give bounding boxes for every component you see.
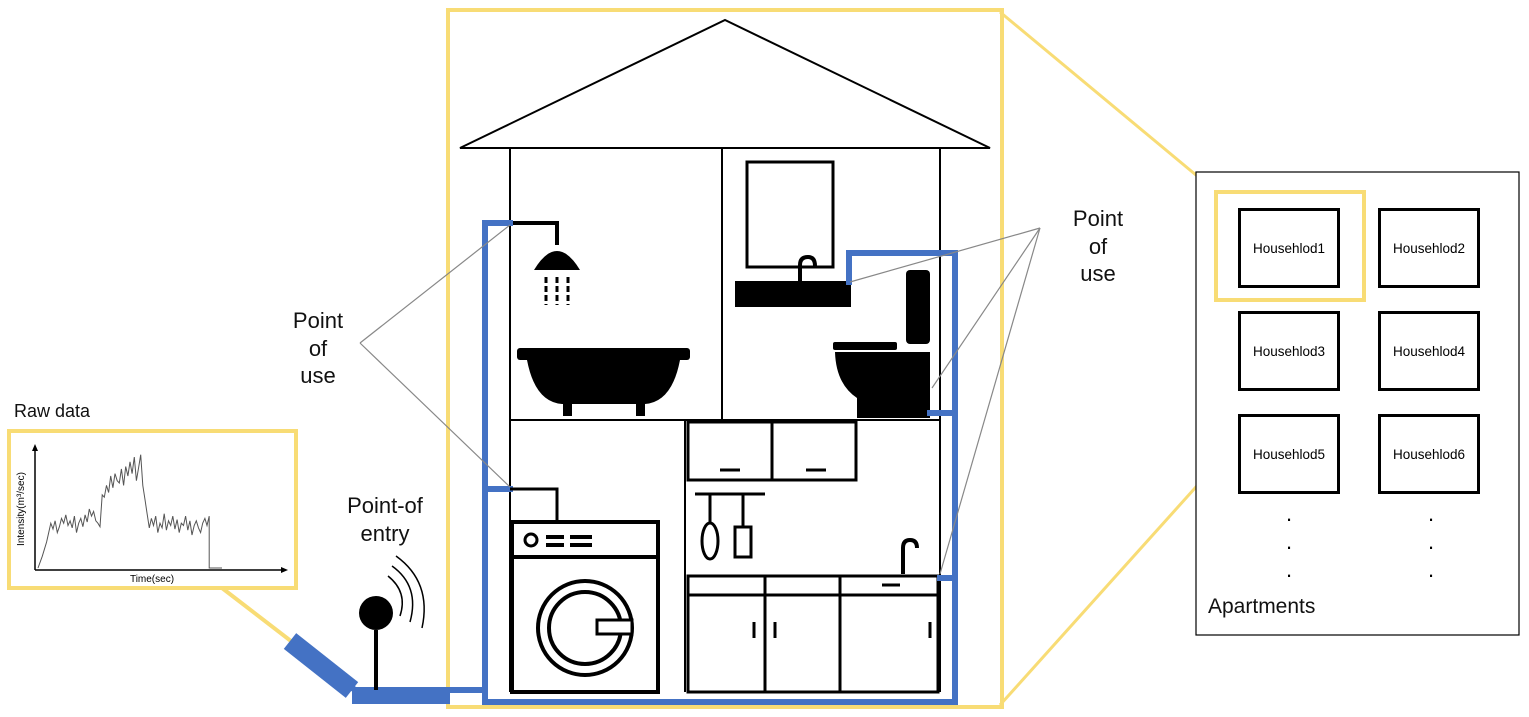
kitchen-faucet-icon (901, 537, 919, 574)
household-box-6: Househlod6 (1378, 414, 1480, 494)
apartments-label: Apartments (1208, 595, 1316, 618)
upper-cabinets-icon (686, 420, 858, 482)
zoom-line-top (999, 10, 1215, 192)
apartments-panel (1195, 171, 1520, 636)
sensor-icon (359, 555, 425, 690)
label-line: use (1080, 261, 1116, 286)
household-box-3: Househlod3 (1238, 311, 1340, 391)
raw-data-chart: Time(sec) Intensity(m³/sec) (7, 429, 298, 590)
callout-lines (359, 224, 1041, 575)
washer-hose (510, 487, 559, 522)
household1-highlight (1214, 190, 1366, 302)
label-line: of (1088, 233, 1108, 259)
label-line: use (300, 363, 336, 388)
label-line: Point (1072, 206, 1124, 231)
label-line: Point (292, 308, 344, 333)
label-line: Point-of (347, 493, 423, 518)
toilet-icon (833, 270, 930, 418)
household-box-1: Househlod1 (1238, 208, 1340, 288)
household-box-2: Househlod2 (1378, 208, 1480, 288)
bathtub-icon (517, 348, 690, 416)
house-structure (459, 18, 991, 692)
utensil-rack-icon (695, 492, 765, 561)
mirror-icon (745, 160, 835, 269)
shower-icon (510, 221, 580, 305)
raw-data-title: Raw data (14, 401, 91, 421)
raw-chart-ylabel: Intensity(m³/sec) (16, 472, 27, 546)
point-of-use-left-label: Point of use (278, 307, 358, 390)
label-line: entry (360, 520, 410, 546)
household-box-5: Househlod5 (1238, 414, 1340, 494)
raw-data-series-line (37, 454, 222, 569)
bathroom-sink-icon (735, 160, 851, 307)
label-line: of (308, 335, 328, 361)
raw-chart-xlabel: Time(sec) (130, 574, 174, 585)
point-of-use-right-label: Point of use (1058, 205, 1138, 288)
roof (459, 18, 991, 149)
household-box-4: Househlod4 (1378, 311, 1480, 391)
raw-data-connector (220, 586, 302, 650)
lower-cabinets-icon (686, 574, 940, 694)
more-households-left: ··· (1285, 506, 1293, 587)
pipe-main-right (482, 250, 958, 705)
inlet-pipe (283, 633, 359, 698)
more-households-right: ··· (1427, 506, 1435, 587)
point-of-entry-label: Point-of entry (330, 492, 440, 547)
washing-machine-icon (510, 520, 660, 694)
